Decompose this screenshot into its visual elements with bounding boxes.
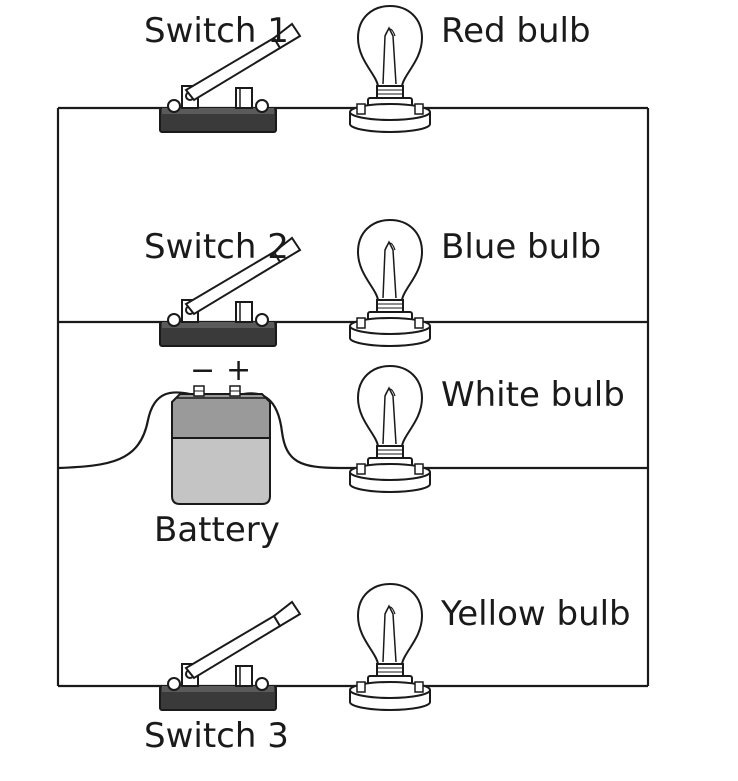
switch-3-icon bbox=[159, 601, 301, 711]
battery-plus-sign: + bbox=[226, 353, 252, 388]
white-bulb-label: White bulb bbox=[441, 375, 625, 415]
blue-bulb-label: Blue bulb bbox=[441, 227, 602, 267]
red-bulb-icon bbox=[349, 5, 431, 133]
yellow-bulb-icon bbox=[349, 583, 431, 711]
battery-minus-sign: − bbox=[190, 353, 216, 388]
battery-icon bbox=[171, 385, 271, 505]
battery-label: Battery bbox=[154, 510, 280, 550]
wire-battery-left bbox=[57, 391, 199, 470]
blue-bulb-icon bbox=[349, 219, 431, 347]
white-bulb-icon bbox=[349, 365, 431, 493]
yellow-bulb-label: Yellow bulb bbox=[441, 594, 631, 634]
red-bulb-label: Red bulb bbox=[441, 11, 591, 51]
switch-1-label: Switch 1 bbox=[144, 11, 289, 51]
switch-2-label: Switch 2 bbox=[144, 227, 289, 267]
switch-3-label: Switch 3 bbox=[144, 716, 289, 756]
